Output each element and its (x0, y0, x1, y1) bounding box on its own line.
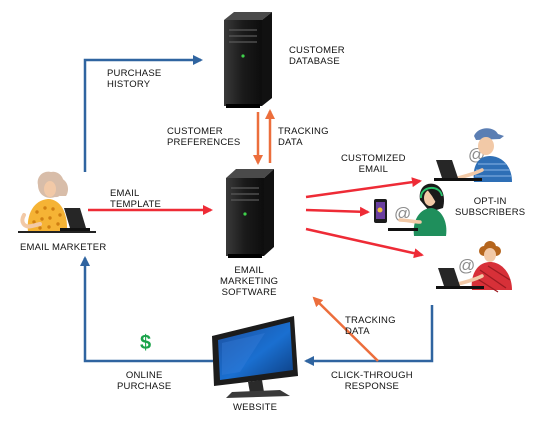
website-label: WEBSITE (233, 402, 278, 413)
email-marketer-person-icon (18, 171, 96, 233)
email-marketing-software-server-icon (226, 169, 274, 258)
customized-email-arrow-1 (305, 177, 422, 199)
customer-database-server-icon (224, 12, 272, 108)
tracking-data-diagonal-arrow (312, 296, 379, 362)
customized-email-arrow-3 (305, 227, 424, 259)
at-icon: @ (394, 204, 411, 223)
online-purchase-arrow (80, 256, 213, 363)
click-through-arrow (304, 305, 434, 366)
email-marketer-label: EMAIL MARKETER (20, 242, 107, 253)
purchase-history-arrow (83, 55, 203, 172)
subscriber-3-person-icon: @ (436, 241, 512, 293)
dollar-icon: $ (140, 332, 152, 354)
customized-email-arrow-2 (305, 206, 370, 217)
subscriber-1-person-icon: @ (434, 128, 512, 182)
phone-icon (374, 199, 387, 223)
subscriber-2-person-icon: @ (374, 183, 447, 236)
at-icon: @ (458, 256, 475, 275)
website-monitor-icon (212, 316, 298, 398)
